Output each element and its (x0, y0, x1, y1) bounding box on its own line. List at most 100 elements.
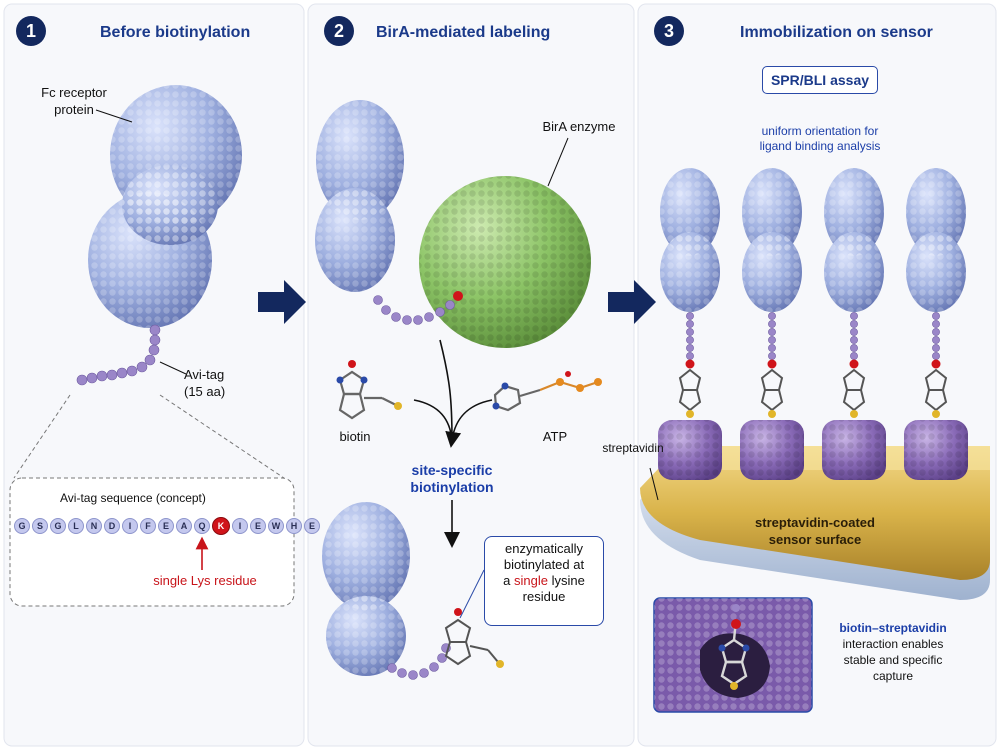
sequence-residue: E (158, 518, 174, 534)
inset-biotin (718, 604, 750, 690)
biotin-sulfur (768, 410, 776, 418)
biotin-ring (842, 389, 866, 412)
sequence-residue: D (104, 518, 120, 534)
atp-label: ATP (542, 429, 568, 444)
linker-bead (850, 336, 858, 344)
linker-bead (850, 320, 858, 328)
enzyme-leader-line (547, 137, 569, 187)
biotin-sulfur (850, 410, 858, 418)
streptavidin-texture (740, 420, 804, 480)
step-title-3: Immobilization on sensor (740, 24, 933, 41)
step-badge-1: 1 (16, 16, 46, 46)
linker-panel2 (373, 295, 455, 325)
biotin-ring (760, 389, 784, 412)
linker-bead (768, 344, 776, 352)
linker-bead (850, 312, 858, 320)
surface-label: streptavidin-coated sensor surface (755, 515, 875, 547)
streptavidin-texture (904, 420, 968, 480)
biotin-ring (760, 368, 784, 391)
biotin-ring (924, 389, 948, 412)
linker-bead (768, 352, 776, 360)
flow-arrow-1 (258, 280, 306, 324)
inset-pocket (700, 633, 770, 698)
biotin-sulfur (686, 410, 694, 418)
linker-bead (768, 336, 776, 344)
biotin-label: biotin (339, 429, 371, 444)
step-title-2: BirA-mediated labeling (376, 24, 551, 41)
sequence-residue: G (14, 518, 30, 534)
linker-bead (932, 320, 940, 328)
linker-bead (686, 320, 694, 328)
linker-bead (850, 328, 858, 336)
ligand-protein-texture (906, 232, 966, 312)
linker-bead (932, 328, 940, 336)
fc-receptor-protein-panel2 (315, 100, 404, 292)
linker-bead (850, 344, 858, 352)
linker-bead (932, 336, 940, 344)
flow-arrow-2 (608, 280, 656, 324)
ligand-column-1 (658, 168, 722, 480)
sequence-box (9, 477, 295, 607)
biotinylated-protein (322, 502, 410, 676)
linker-bead (850, 352, 858, 360)
biotin-ring (842, 368, 866, 391)
streptavidin-texture (658, 420, 722, 480)
lys-label: single Lys residue (153, 573, 257, 588)
biotinylation-callout: enzymatically biotinylated at a single l… (484, 536, 604, 626)
ligand-protein-texture (824, 232, 884, 312)
linker-bead (932, 312, 940, 320)
biotin-ring (924, 368, 948, 391)
linker-bead (768, 328, 776, 336)
protein-leader-line (95, 109, 133, 123)
sequence-residue: S (32, 518, 48, 534)
protein-label: Fc receptor protein (41, 85, 107, 117)
ligand-protein-texture (660, 232, 720, 312)
step-title-1: Before biotinylation (100, 24, 251, 41)
avi-tag-linker (76, 324, 161, 386)
ligand-protein-texture (660, 168, 720, 256)
linker-panel2-bottom (387, 643, 451, 680)
step-badge-3: 3 (654, 16, 684, 46)
ligand-protein-texture (906, 168, 966, 256)
ligand-protein-texture (742, 232, 802, 312)
fc-receptor-protein (88, 85, 242, 328)
inset-caption: biotin–streptavidin interaction enables … (839, 621, 947, 683)
linker-bead (686, 344, 694, 352)
linker-bead (686, 336, 694, 344)
biotin-sulfur (932, 410, 940, 418)
biotin-oxygen (685, 359, 695, 369)
immobilized-ligand-array (658, 168, 968, 480)
lysine-site-dot (453, 291, 463, 301)
sequence-residue: F (140, 518, 156, 534)
biotin-oxygen (849, 359, 859, 369)
surface-leader-line (649, 467, 659, 501)
sequence-title: Avi-tag sequence (concept) (60, 491, 206, 505)
avi-tag-leader-line (159, 361, 187, 375)
biotin-ring (678, 389, 702, 412)
linker-bead (768, 312, 776, 320)
sequence-residue: N (86, 518, 102, 534)
linker-bead (686, 328, 694, 336)
ligand-column-4 (904, 168, 968, 480)
sequence-residue: W (268, 518, 284, 534)
attached-biotin (444, 608, 504, 668)
biotin-ring (678, 368, 702, 391)
streptavidin-label: streptavidin (602, 441, 664, 455)
enzyme-label: BirA enzyme (542, 119, 616, 134)
step-badge-2: 2 (324, 16, 354, 46)
orientation-note: uniform orientation for ligand binding a… (759, 124, 881, 153)
sequence-residue: E (250, 518, 266, 534)
sequence-residue: I (122, 518, 138, 534)
sequence-residue: A (176, 518, 192, 534)
reaction-arrow-curve (413, 339, 493, 440)
ligand-column-3 (822, 168, 886, 480)
ligand-column-2 (740, 168, 804, 480)
ligand-protein-texture (742, 168, 802, 256)
sequence-residue: Q (194, 518, 210, 534)
bira-enzyme (419, 176, 591, 348)
assay-badge: SPR/BLI assay (762, 66, 878, 94)
zoom-lines (13, 394, 285, 479)
sequence-residue: H (286, 518, 302, 534)
sequence-residue: L (68, 518, 84, 534)
linker-bead (932, 352, 940, 360)
